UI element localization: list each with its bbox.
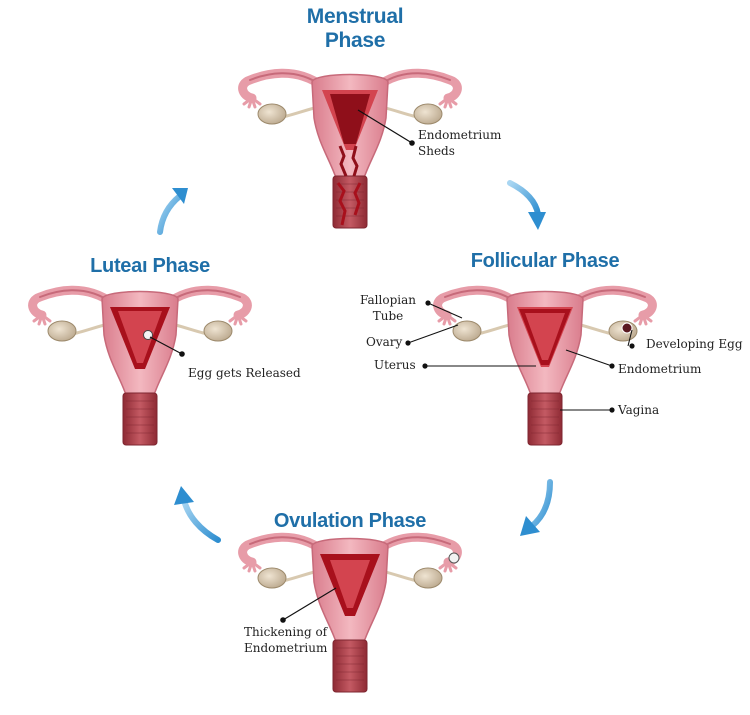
menstrual-phase-title: Menstrual Phase bbox=[290, 5, 420, 53]
ovulation-phase-title: Ovulation Phase bbox=[273, 510, 427, 532]
ovary-label: Ovary bbox=[366, 335, 403, 349]
follicular-uterus-illustration bbox=[438, 290, 653, 445]
fallopian-line2: Tube bbox=[372, 308, 404, 323]
egg-released-label: Egg gets Released bbox=[188, 366, 301, 380]
fallopian-tube-label: Fallopian Tube bbox=[360, 293, 416, 324]
luteal-phase-title: Luteaı Phase bbox=[90, 255, 210, 277]
menstrual-uterus-illustration bbox=[243, 73, 458, 228]
ovulation-uterus-illustration bbox=[243, 537, 459, 692]
thickening-line1: Thickening of bbox=[244, 625, 328, 639]
thickening-endometrium-label: Thickening of Endometrium bbox=[244, 625, 327, 656]
luteal-uterus-illustration bbox=[33, 290, 248, 445]
curved-arrow-icon bbox=[174, 486, 221, 543]
menstrual-title-line2: Phase bbox=[324, 29, 386, 53]
curved-arrow-icon bbox=[520, 479, 553, 536]
thickening-line2: Endometrium bbox=[244, 640, 328, 655]
developing-egg-label: Developing Egg bbox=[646, 337, 743, 351]
vagina-label: Vagina bbox=[618, 403, 660, 417]
endometrium-sheds-line1: Endometrium bbox=[418, 128, 502, 142]
follicular-phase-title: Follicular Phase bbox=[470, 250, 620, 272]
curved-arrow-icon bbox=[507, 180, 546, 230]
endometrium-label: Endometrium bbox=[618, 362, 702, 376]
endometrium-sheds-label: Endometrium Sheds bbox=[418, 128, 501, 159]
fallopian-line1: Fallopian bbox=[360, 293, 416, 307]
menstrual-title-line1: Menstrual bbox=[306, 5, 404, 28]
uterus-label: Uterus bbox=[374, 358, 416, 372]
endometrium-sheds-line2: Sheds bbox=[418, 143, 455, 158]
curved-arrow-icon bbox=[157, 188, 188, 235]
